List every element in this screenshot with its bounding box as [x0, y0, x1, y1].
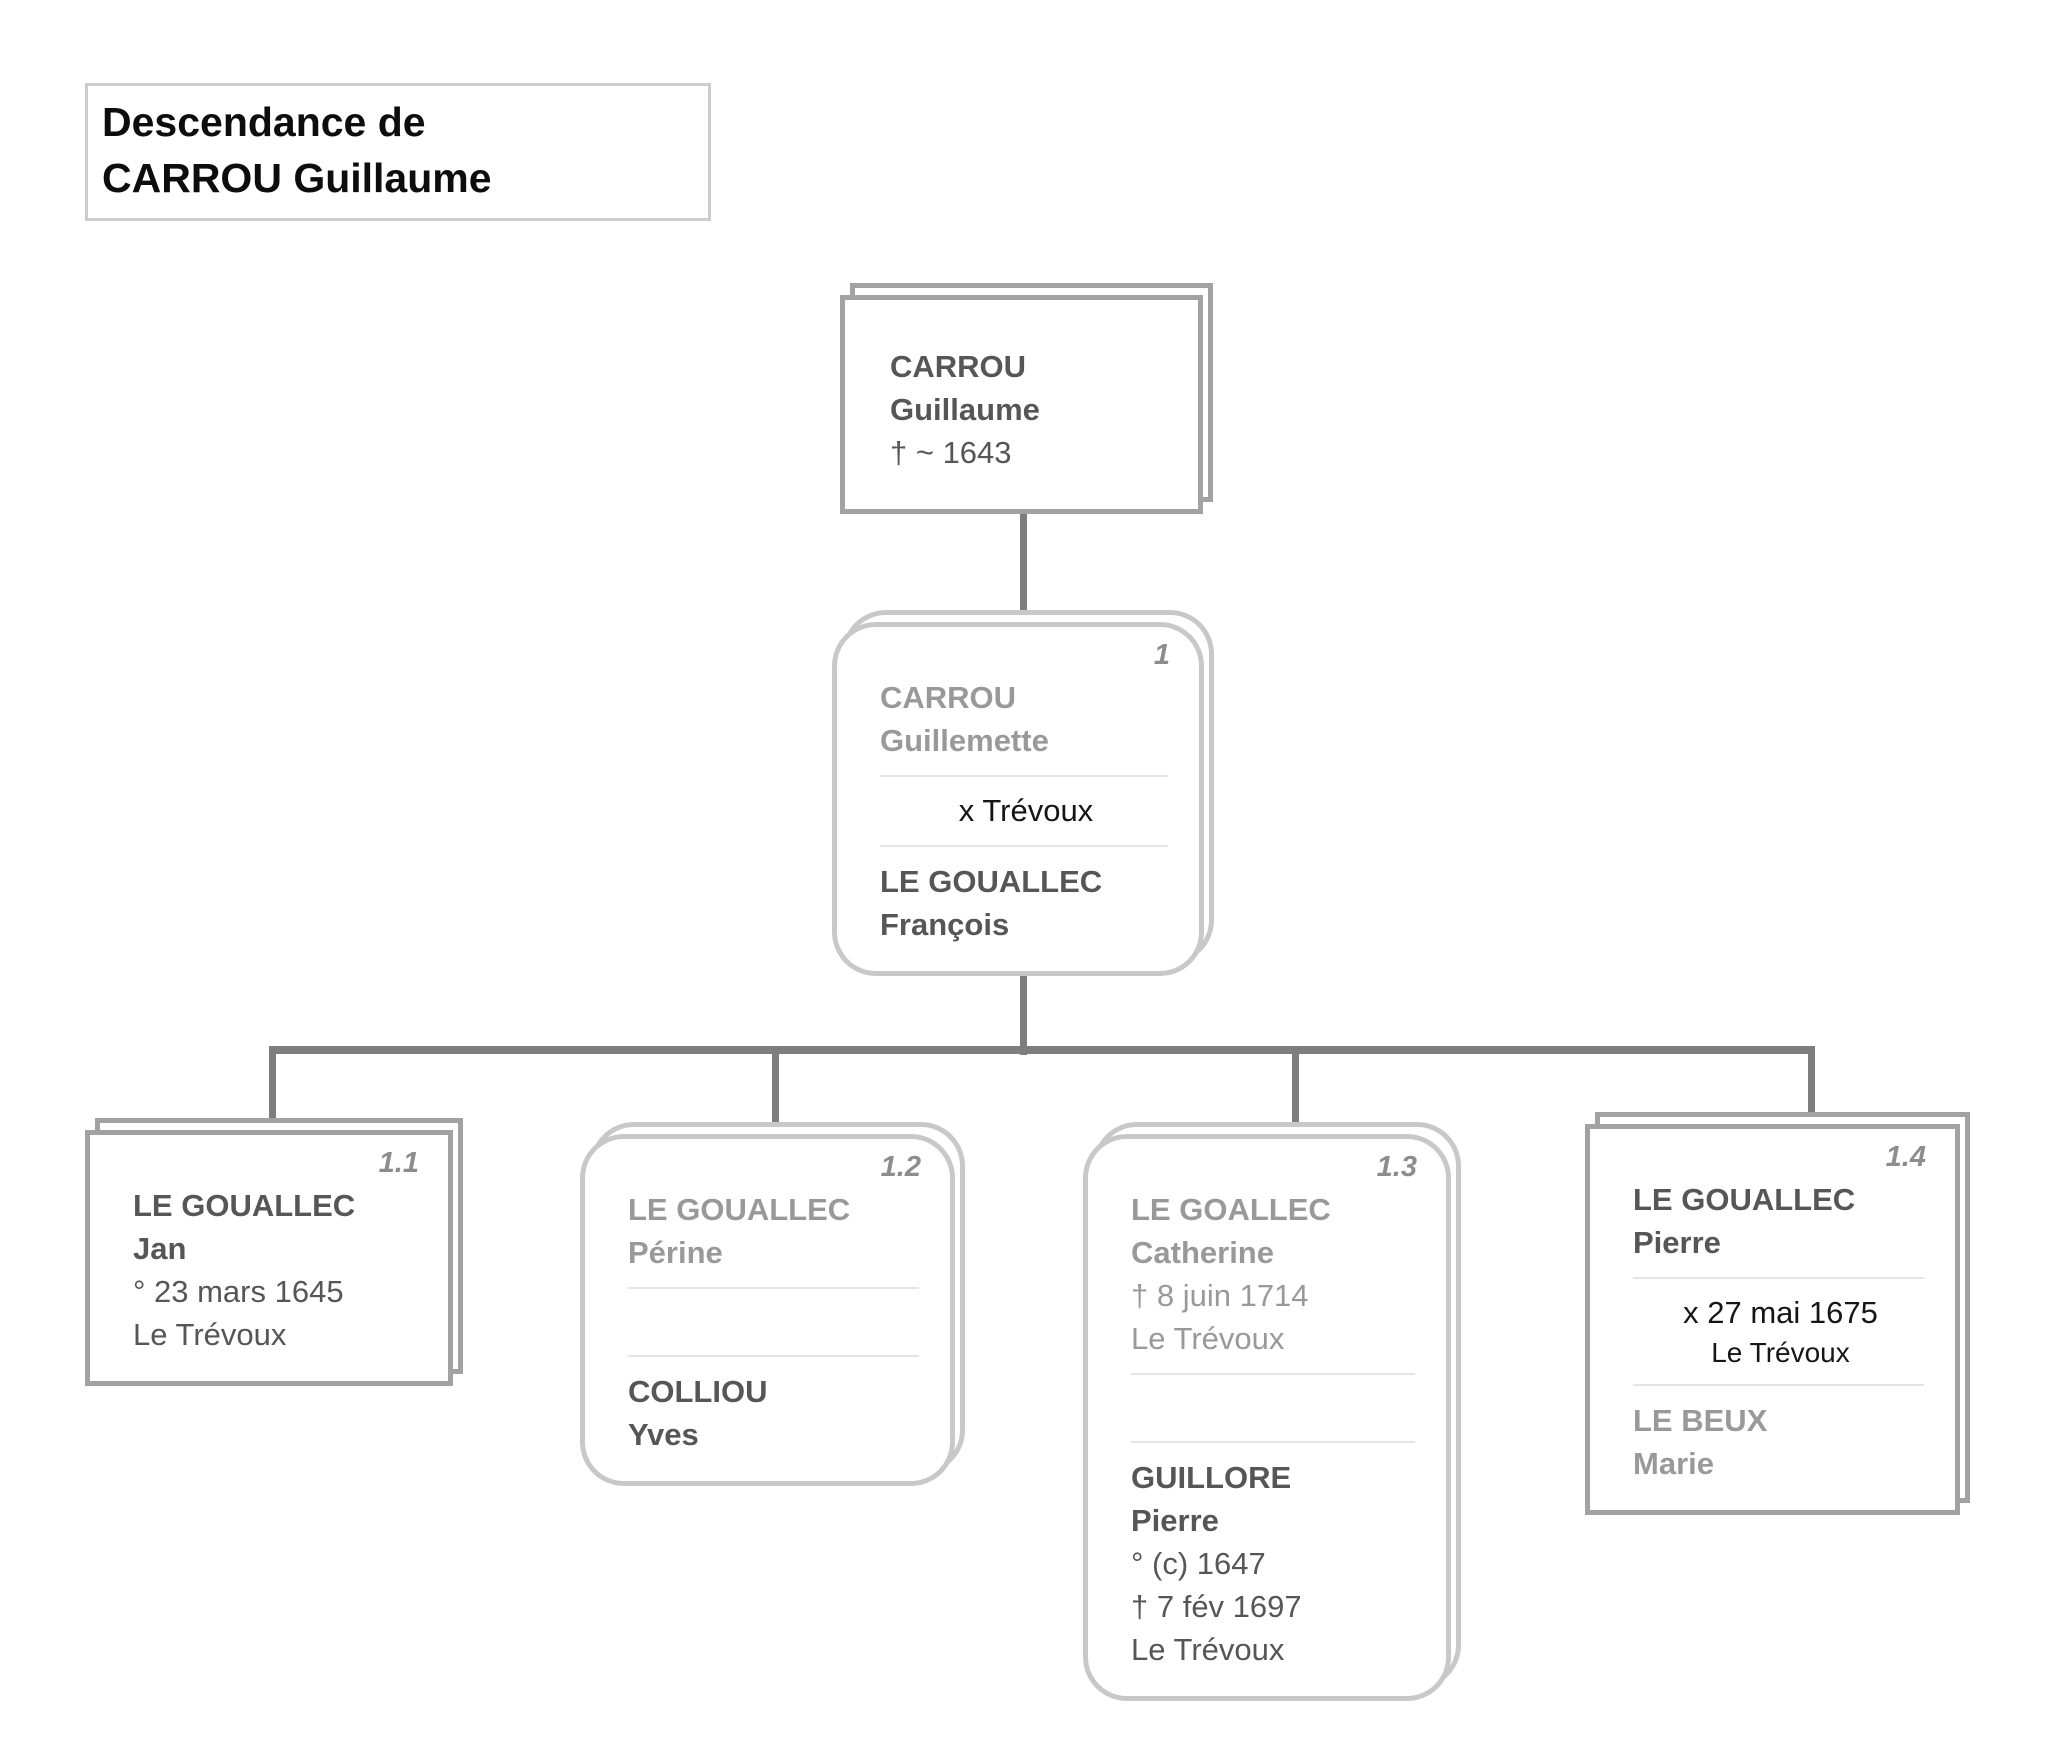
person-death-event: † 8 juin 1714 [1131, 1278, 1309, 1313]
sosa-number: 1.3 [1376, 1151, 1417, 1183]
spouse-surname: GUILLORE [1131, 1460, 1292, 1495]
box-content: 1.3 LE GOALLEC Catherine † 8 juin 1714 L… [1083, 1122, 1461, 1701]
connector-drop-1-4 [1808, 1046, 1815, 1141]
box-content: CARROU Guillaume † ~ 1643 [840, 283, 1213, 514]
chart-title-line2: CARROU Guillaume [102, 155, 492, 201]
connector-horizontal-bus [269, 1046, 1815, 1054]
person-box-1-1[interactable]: 1.1 LE GOUALLEC Jan ° 23 mars 1645 Le Tr… [85, 1118, 463, 1386]
person-surname: LE GOUALLEC [1633, 1182, 1856, 1217]
marriage-event: x 27 mai 1675 Le Trévoux [1633, 1292, 1928, 1371]
person-surname: LE GOUALLEC [133, 1188, 356, 1223]
box-frame-inner [1585, 1124, 1960, 1515]
box-frame-inner [580, 1134, 955, 1486]
spouse-given-name: Yves [628, 1417, 699, 1452]
box-frame-inner [85, 1130, 453, 1386]
divider [1633, 1277, 1924, 1279]
divider [628, 1287, 919, 1289]
sosa-number: 1.2 [880, 1151, 921, 1183]
person-box-root[interactable]: CARROU Guillaume † ~ 1643 [840, 283, 1213, 514]
person-birth-place: Le Trévoux [133, 1317, 287, 1352]
person-given-name: Guillemette [880, 723, 1049, 758]
box-content: 1.2 LE GOUALLEC Périne COLLIOU Yves [580, 1122, 965, 1486]
connector-root-to-gen1 [1020, 495, 1027, 620]
marriage-event-empty [1131, 1388, 1419, 1428]
divider [1131, 1441, 1415, 1443]
person-given-name: Jan [133, 1231, 187, 1266]
person-given-name: Périne [628, 1235, 723, 1270]
divider [880, 845, 1168, 847]
box-frame-inner [840, 295, 1203, 514]
person-surname: LE GOALLEC [1131, 1192, 1331, 1227]
divider [628, 1355, 919, 1357]
person-death-event: † ~ 1643 [890, 435, 1012, 470]
spouse-surname: COLLIOU [628, 1374, 768, 1409]
person-box-1-2[interactable]: 1.2 LE GOUALLEC Périne COLLIOU Yves [580, 1122, 965, 1486]
person-surname: CARROU [880, 680, 1017, 715]
person-surname: LE GOUALLEC [628, 1192, 851, 1227]
box-frame-inner [1083, 1134, 1451, 1701]
sosa-number: 1.1 [378, 1147, 419, 1179]
connector-gen1-to-bus [1020, 955, 1027, 1055]
person-box-1-3[interactable]: 1.3 LE GOALLEC Catherine † 8 juin 1714 L… [1083, 1122, 1461, 1701]
person-surname: CARROU [890, 349, 1027, 384]
spouse-given-name: Pierre [1131, 1503, 1219, 1538]
marriage-date: x 27 mai 1675 [1683, 1295, 1878, 1330]
spouse-death-event: † 7 fév 1697 [1131, 1589, 1302, 1624]
spouse-given-name: Marie [1633, 1446, 1714, 1481]
person-box-1[interactable]: 1 CARROU Guillemette x Trévoux LE GOUALL… [832, 610, 1214, 976]
spouse-death-place: Le Trévoux [1131, 1632, 1285, 1667]
person-death-place: Le Trévoux [1131, 1321, 1285, 1356]
box-content: 1 CARROU Guillemette x Trévoux LE GOUALL… [832, 610, 1214, 976]
connector-drop-1-3 [1292, 1046, 1299, 1146]
person-given-name: Guillaume [890, 392, 1040, 427]
box-frame-inner [832, 622, 1204, 976]
sosa-number: 1.4 [1885, 1141, 1926, 1173]
connector-drop-1-2 [772, 1046, 779, 1146]
spouse-surname: LE BEUX [1633, 1403, 1768, 1438]
sosa-number: 1 [1153, 639, 1170, 671]
person-given-name: Pierre [1633, 1225, 1721, 1260]
spouse-given-name: François [880, 907, 1010, 942]
box-content: 1.1 LE GOUALLEC Jan ° 23 mars 1645 Le Tr… [85, 1118, 463, 1386]
divider [880, 775, 1168, 777]
box-content: 1.4 LE GOUALLEC Pierre x 27 mai 1675 Le … [1585, 1112, 1970, 1515]
spouse-birth-event: ° (c) 1647 [1131, 1546, 1266, 1581]
person-given-name: Catherine [1131, 1235, 1274, 1270]
chart-title-line1: Descendance de [102, 99, 426, 145]
marriage-place: Le Trévoux [1711, 1337, 1850, 1368]
person-birth-event: ° 23 mars 1645 [133, 1274, 344, 1309]
spouse-surname: LE GOUALLEC [880, 864, 1103, 899]
person-box-1-4[interactable]: 1.4 LE GOUALLEC Pierre x 27 mai 1675 Le … [1585, 1112, 1970, 1515]
connector-drop-1-1 [269, 1046, 276, 1141]
chart-title-box: Descendance de CARROU Guillaume [85, 83, 711, 221]
divider [1633, 1384, 1924, 1386]
marriage-event: x Trévoux [958, 793, 1094, 828]
divider [1131, 1373, 1415, 1375]
marriage-event-empty [628, 1302, 923, 1342]
